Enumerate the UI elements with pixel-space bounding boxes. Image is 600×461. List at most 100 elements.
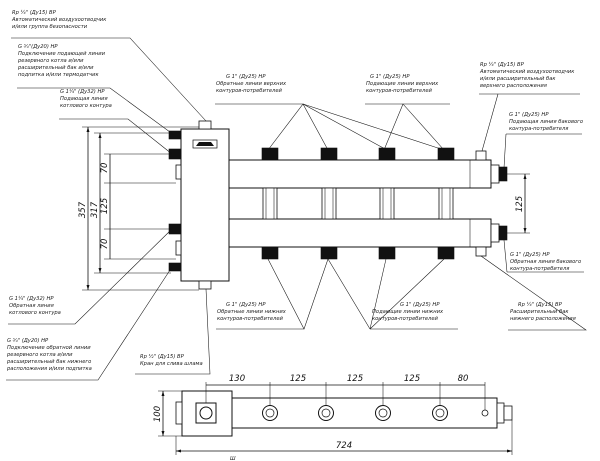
svg-text:Кран для слива шлама: Кран для слива шлама: [140, 361, 203, 367]
label-reserve-boiler-return: G ¾" (Ду20) НР Подключение обратной лини…: [6, 338, 92, 372]
dim-125-right: 125: [515, 196, 525, 212]
svg-text:Обратные линии нижних: Обратные линии нижних: [217, 309, 287, 315]
top-outlet-1: [261, 147, 279, 161]
left-nut-top-small: [168, 130, 182, 140]
separator-drain-fitting: [198, 280, 212, 290]
dim-125-chain-3: 125: [404, 374, 420, 384]
label-lower-return: G 1" (Ду25) НР Обратные линии нижних кон…: [217, 302, 287, 322]
svg-text:G 1" (Ду25) НР: G 1" (Ду25) НР: [509, 112, 549, 118]
svg-text:резервного котла и/или: резервного котла и/или: [17, 58, 84, 64]
separator-top-cap: [198, 120, 212, 130]
svg-text:Обратные линии верхних: Обратные линии верхних: [216, 81, 287, 87]
svg-text:нижнего расположения: нижнего расположения: [510, 316, 576, 322]
label-sludge-drain: Rp ½" (Ду15) ВР Кран для слива шлама: [140, 353, 203, 367]
right-air-vent-top: [475, 150, 487, 161]
label-tank-return: G 1" (Ду25) НР Обратная линия бакового к…: [510, 252, 581, 272]
hydraulic-separator-body: [180, 128, 230, 282]
top-outlet-3: [378, 147, 396, 161]
dim-130: 130: [229, 374, 245, 384]
svg-text:Rp ½" (Ду15) ВР: Rp ½" (Ду15) ВР: [140, 353, 185, 360]
label-upper-supply: G 1" (Ду25) НР Подающие линии верхних ко…: [366, 74, 439, 94]
svg-text:контура-потребителя: контура-потребителя: [510, 266, 569, 272]
upper-manifold-tube: [228, 159, 492, 189]
svg-text:Rp ¼" (Ду15) ВР: Rp ¼" (Ду15) ВР: [480, 62, 525, 68]
leader-lines: [6, 37, 587, 381]
svg-text:Подключение подающей линии: Подключение подающей линии: [18, 51, 106, 57]
front-view: [168, 120, 508, 290]
bottom-outlet-1: [261, 246, 279, 260]
svg-text:Подающие линии нижних: Подающие линии нижних: [372, 309, 444, 315]
top-view-outlet-2: [318, 405, 334, 421]
svg-text:G 1" (Ду25) НР: G 1" (Ду25) НР: [510, 252, 550, 258]
dim-357: 357: [78, 201, 88, 218]
dim-125-left: 125: [100, 198, 110, 214]
right-dimension: 125: [507, 173, 530, 234]
svg-text:G 1" (Ду25) НР: G 1" (Ду25) НР: [370, 74, 410, 80]
left-dimensions: 357 317 70 125 70: [78, 126, 199, 291]
svg-text:расширительный бак и/или: расширительный бак и/или: [17, 65, 94, 71]
svg-text:и/или расширительный бак: и/или расширительный бак: [480, 76, 556, 82]
top-view-manifold: [231, 397, 498, 429]
svg-text:G ¾"(Ду20) НР: G ¾"(Ду20) НР: [18, 44, 58, 50]
svg-text:Rp ¼" (Ду15) ВР: Rp ¼" (Ду15) ВР: [518, 302, 563, 308]
label-boiler-supply: G 1¼" (Ду32) НР Подающая линия котлового…: [60, 89, 112, 109]
dim-100: 100: [153, 406, 163, 422]
svg-text:расположения и/или подпитка: расположения и/или подпитка: [6, 366, 92, 372]
left-nut-bottom-small: [168, 262, 182, 272]
label-tank-supply: G 1" (Ду25) НР Подающая линия бакового к…: [509, 112, 583, 132]
svg-text:Автоматический воздухоотводчик: Автоматический воздухоотводчик: [479, 69, 575, 75]
label-expansion-tank-bottom: Rp ¼" (Ду15) ВР Расширительный бак нижне…: [510, 302, 576, 322]
svg-text:и/или группа безопасности: и/или группа безопасности: [12, 24, 88, 30]
dim-70-bottom: 70: [100, 239, 110, 250]
svg-text:G 1" (Ду25) НР: G 1" (Ду25) НР: [226, 302, 266, 308]
bottom-caption: Ш: [230, 456, 236, 461]
svg-text:Подающая линия: Подающая линия: [60, 96, 108, 102]
svg-text:G 1¼" (Ду32) НР: G 1¼" (Ду32) НР: [60, 89, 105, 95]
top-view-outlet-1: [262, 405, 278, 421]
svg-text:подпитка и/или термодатчик: подпитка и/или термодатчик: [18, 72, 100, 78]
svg-text:G 1" (Ду25) НР: G 1" (Ду25) НР: [400, 302, 440, 308]
svg-text:резервного котла и/или: резервного котла и/или: [6, 352, 73, 358]
dim-70-top: 70: [100, 163, 110, 174]
svg-text:Подающая линия бакового: Подающая линия бакового: [509, 119, 583, 125]
svg-text:контуров-потребителей: контуров-потребителей: [217, 316, 284, 322]
dim-724: 724: [336, 441, 352, 451]
dim-125-chain-2: 125: [347, 374, 363, 384]
svg-text:G 1" (Ду25) НР: G 1" (Ду25) НР: [226, 74, 266, 80]
svg-text:контура-потребителя: контура-потребителя: [509, 126, 568, 132]
label-auto-air-vent-right: Rp ¼" (Ду15) ВР Автоматический воздухоот…: [479, 62, 575, 89]
dim-125-chain-1: 125: [290, 374, 306, 384]
label-boiler-return: G 1¼" (Ду32) НР Обратная линия котлового…: [9, 296, 61, 316]
callout-labels: Rp ¼" (Ду15) ВР Автоматический воздухоот…: [6, 10, 583, 372]
svg-text:Автоматический воздухоотводчик: Автоматический воздухоотводчик: [11, 17, 107, 23]
label-lower-supply: G 1" (Ду25) НР Подающие линии нижних кон…: [372, 302, 444, 322]
top-outlet-4: [437, 147, 455, 161]
label-reserve-boiler-supply: G ¾"(Ду20) НР Подключение подающей линии…: [17, 44, 106, 78]
top-view-outlet-3: [375, 405, 391, 421]
svg-text:Rp ¼" (Ду15) ВР: Rp ¼" (Ду15) ВР: [12, 10, 57, 16]
top-view: 130 125 125 125 80 100 724 Ш: [153, 374, 513, 461]
svg-text:котлового контура: котлового контура: [60, 103, 112, 109]
svg-text:верхнего расположения: верхнего расположения: [480, 83, 547, 89]
svg-text:контуров-потребителей: контуров-потребителей: [366, 88, 433, 94]
dim-80: 80: [458, 374, 469, 384]
svg-text:Подающие линии верхних: Подающие линии верхних: [366, 81, 439, 87]
svg-text:Подключение обратной линии: Подключение обратной линии: [7, 345, 91, 351]
lower-manifold-tube: [228, 218, 492, 248]
top-view-air-vent: [481, 409, 489, 417]
right-side-outlet-lower: [498, 225, 508, 241]
svg-text:Обратная линия бакового: Обратная линия бакового: [510, 259, 581, 265]
bottom-outlet-3: [378, 246, 396, 260]
svg-text:контуров-потребителей: контуров-потребителей: [372, 316, 439, 322]
svg-text:Расширительный бак: Расширительный бак: [510, 309, 569, 315]
svg-text:G ¾" (Ду20) НР: G ¾" (Ду20) НР: [7, 338, 49, 344]
bottom-outlet-2: [320, 246, 338, 260]
label-upper-return: G 1" (Ду25) НР Обратные линии верхних ко…: [216, 74, 287, 94]
svg-text:котлового контура: котлового контура: [9, 310, 61, 316]
dim-317: 317: [90, 201, 100, 218]
top-view-outlet-4: [432, 405, 448, 421]
top-outlet-2: [320, 147, 338, 161]
svg-text:расширительный бак нижнего: расширительный бак нижнего: [6, 359, 91, 365]
svg-text:G 1¼" (Ду32) НР: G 1¼" (Ду32) НР: [9, 296, 54, 302]
